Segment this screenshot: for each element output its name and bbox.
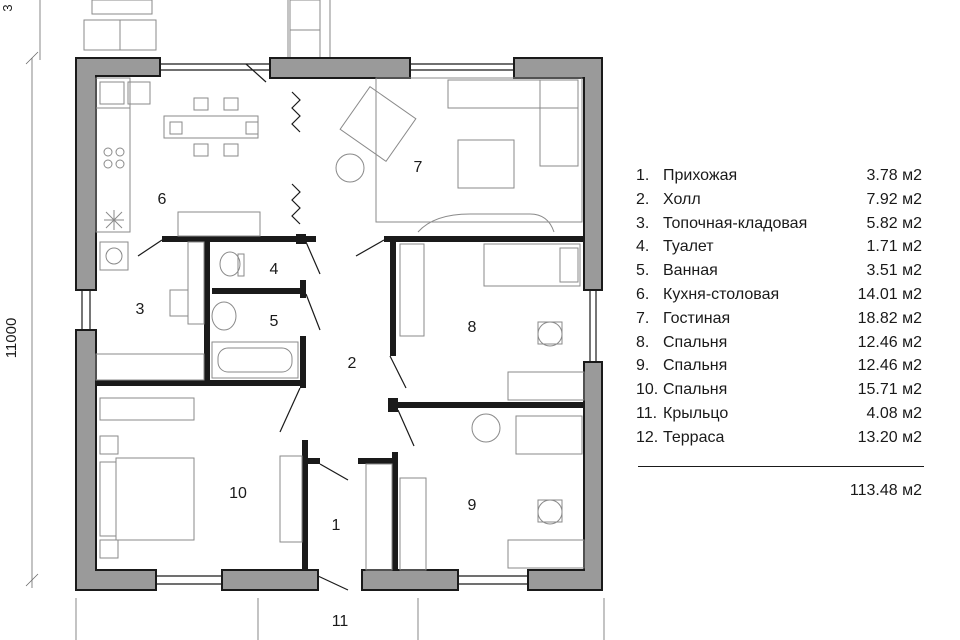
room-labels: 1 2 3 4 5 6 7 8 9 10 11: [136, 159, 477, 630]
dimension-lines: [25, 0, 605, 640]
room-label-2: 2: [348, 355, 357, 372]
dimension-side-label: 11000: [3, 318, 20, 359]
legend-number: 12.: [636, 428, 659, 446]
legend-room-area: 18.82 м2: [857, 309, 922, 327]
legend-number: 4.: [636, 238, 650, 256]
legend-room-name: Холл: [663, 190, 701, 208]
legend-number: 11.: [636, 404, 658, 422]
legend-room-area: 12.46 м2: [857, 333, 922, 351]
bedroom-10-furniture: [99, 397, 303, 559]
bedroom-9-furniture: [365, 413, 585, 571]
legend-room-name: Спальня: [663, 357, 728, 375]
legend-row: 3. Топочная-кладовая 5.82 м2: [636, 212, 926, 236]
room-label-7: 7: [414, 159, 423, 176]
legend-room-area: 15.71 м2: [857, 381, 922, 399]
room-label-10: 10: [229, 485, 247, 502]
room-label-5: 5: [270, 313, 279, 330]
legend-row: 8. Спальня 12.46 м2: [636, 331, 926, 355]
legend-room-area: 12.46 м2: [857, 357, 922, 375]
legend-number: 2.: [636, 190, 650, 208]
terrace-furniture: [83, 0, 321, 59]
legend-row: 6. Кухня-столовая 14.01 м2: [636, 283, 926, 307]
room-label-4: 4: [270, 261, 279, 278]
interior-walls: [96, 234, 584, 570]
legend-room-name: Спальня: [663, 381, 728, 399]
storage-furniture: [95, 241, 205, 381]
room-label-6: 6: [158, 191, 167, 208]
legend-room-area: 5.82 м2: [866, 214, 922, 232]
legend-row: 10.Спальня 15.71 м2: [636, 378, 926, 402]
room-label-8: 8: [468, 319, 477, 336]
room-label-1: 1: [332, 517, 341, 534]
legend-row: 9. Спальня 12.46 м2: [636, 354, 926, 378]
legend-room-name: Кухня-столовая: [663, 285, 780, 303]
legend-row: 11. Крыльцо 4.08 м2: [636, 402, 926, 426]
living-room-furniture: [335, 77, 583, 233]
legend-room-name: Топочная-кладовая: [663, 214, 808, 232]
legend-number: 7.: [636, 309, 650, 327]
legend-row: 12.Терраса 13.20 м2: [636, 426, 926, 450]
legend-number: 3.: [636, 214, 650, 232]
legend-room-name: Спальня: [663, 333, 728, 351]
legend-room-name: Гостиная: [663, 309, 731, 327]
legend-row: 7. Гостиная 18.82 м2: [636, 307, 926, 331]
bathroom-fixtures: [211, 251, 299, 379]
legend-number: 10.: [636, 381, 659, 399]
legend-total-area: 113.48 м2: [849, 482, 922, 499]
room-label-11: 11: [332, 613, 349, 630]
legend-row: 5. Ванная 3.51 м2: [636, 259, 926, 283]
legend-room-area: 4.08 м2: [866, 404, 922, 422]
legend-room-name: Прихожая: [663, 167, 738, 184]
legend-room-area: 14.01 м2: [857, 285, 922, 303]
legend-room-name: Крыльцо: [663, 404, 729, 422]
legend-room-name: Туалет: [663, 238, 714, 256]
legend-number: 9.: [636, 357, 650, 375]
room-label-3: 3: [136, 301, 145, 318]
floor-plan: 11000 3: [0, 0, 605, 640]
legend-room-area: 13.20 м2: [857, 428, 922, 446]
legend-row: 1. Прихожая 3.78 м2: [636, 164, 926, 188]
legend-room-name: Терраса: [663, 428, 725, 446]
legend-room-area: 1.71 м2: [866, 238, 922, 256]
legend-room-area: 3.78 м2: [866, 167, 922, 184]
area-legend: 1. Прихожая 3.78 м2 2. Холл 7.92 м2 3. Топочная…: [636, 164, 926, 499]
legend-row: 4. Туалет 1.71 м2: [636, 235, 926, 259]
legend-number: 5.: [636, 262, 650, 280]
dimension-top-label: 3: [0, 4, 15, 11]
door-swings: [137, 63, 415, 591]
legend-number: 1.: [636, 167, 650, 184]
legend-row: 2. Холл 7.92 м2: [636, 188, 926, 212]
outer-walls: [75, 57, 603, 591]
legend-room-area: 3.51 м2: [866, 262, 922, 280]
legend-room-name: Ванная: [663, 262, 718, 280]
room-label-9: 9: [468, 497, 477, 514]
bedroom-8-furniture: [399, 243, 585, 401]
kitchen-furniture: [95, 77, 261, 237]
windows: [81, 63, 597, 585]
legend-divider: [638, 466, 924, 467]
legend-number: 8.: [636, 333, 650, 351]
legend-number: 6.: [636, 285, 650, 303]
legend-room-area: 7.92 м2: [866, 190, 922, 208]
